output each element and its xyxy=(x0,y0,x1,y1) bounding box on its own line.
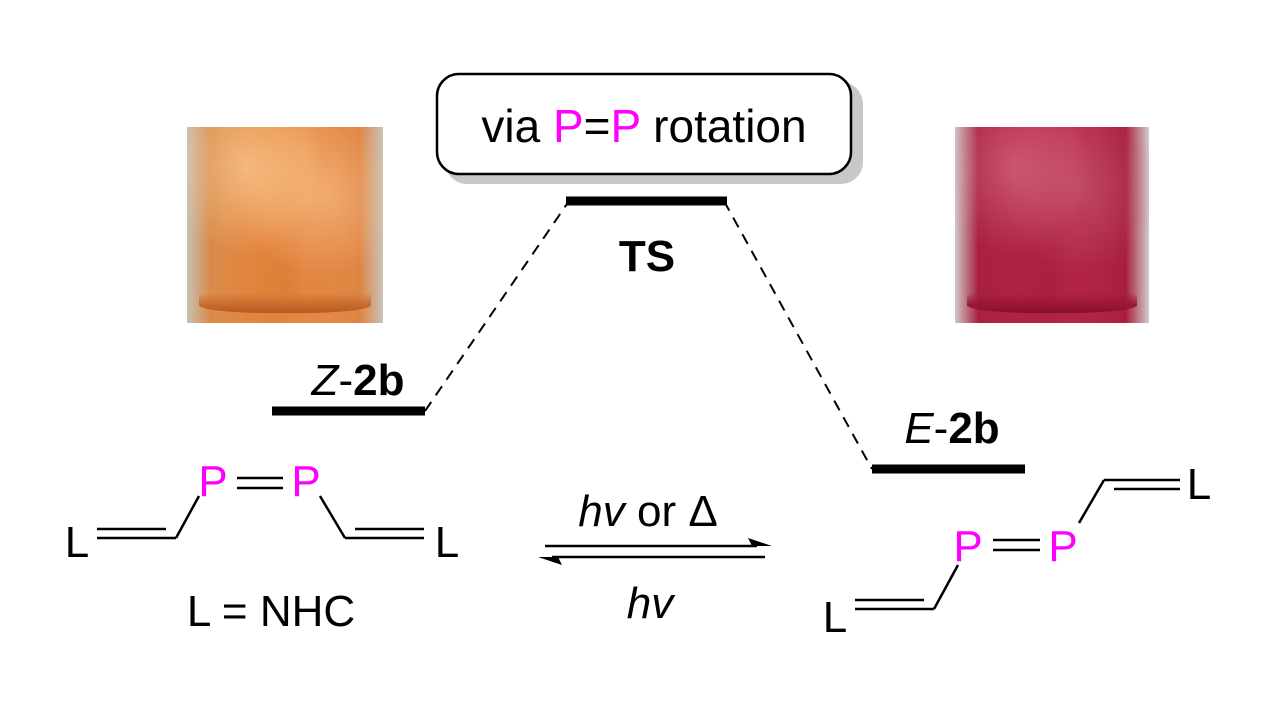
legend-text: L = NHC xyxy=(187,587,355,636)
z-l-left: L xyxy=(65,518,89,567)
forward-condition: hv or Δ xyxy=(578,487,717,536)
equilibrium-arrows xyxy=(538,538,772,565)
e-l-bottom: L xyxy=(823,593,847,642)
ts-label: TS xyxy=(619,232,675,281)
orange-sample-photo xyxy=(187,127,383,323)
e-p2: P xyxy=(1048,522,1077,571)
ts-e-connector xyxy=(723,200,873,470)
ts-box-label: via P=P rotation xyxy=(481,100,806,152)
z-p1: P xyxy=(198,457,227,506)
e-2b-label: E-2b xyxy=(904,404,999,453)
e-l-top: L xyxy=(1187,460,1211,509)
z-structure xyxy=(97,476,424,540)
z-p2: P xyxy=(291,457,320,506)
e-p1: P xyxy=(953,522,982,571)
z-2b-label: Z-2b xyxy=(311,356,405,405)
z-ts-connector xyxy=(424,200,570,412)
reverse-condition: hv xyxy=(627,579,676,628)
e-structure xyxy=(855,478,1180,611)
z-l-right: L xyxy=(435,518,459,567)
ts-box xyxy=(435,72,853,176)
red-sample-photo xyxy=(955,127,1149,323)
